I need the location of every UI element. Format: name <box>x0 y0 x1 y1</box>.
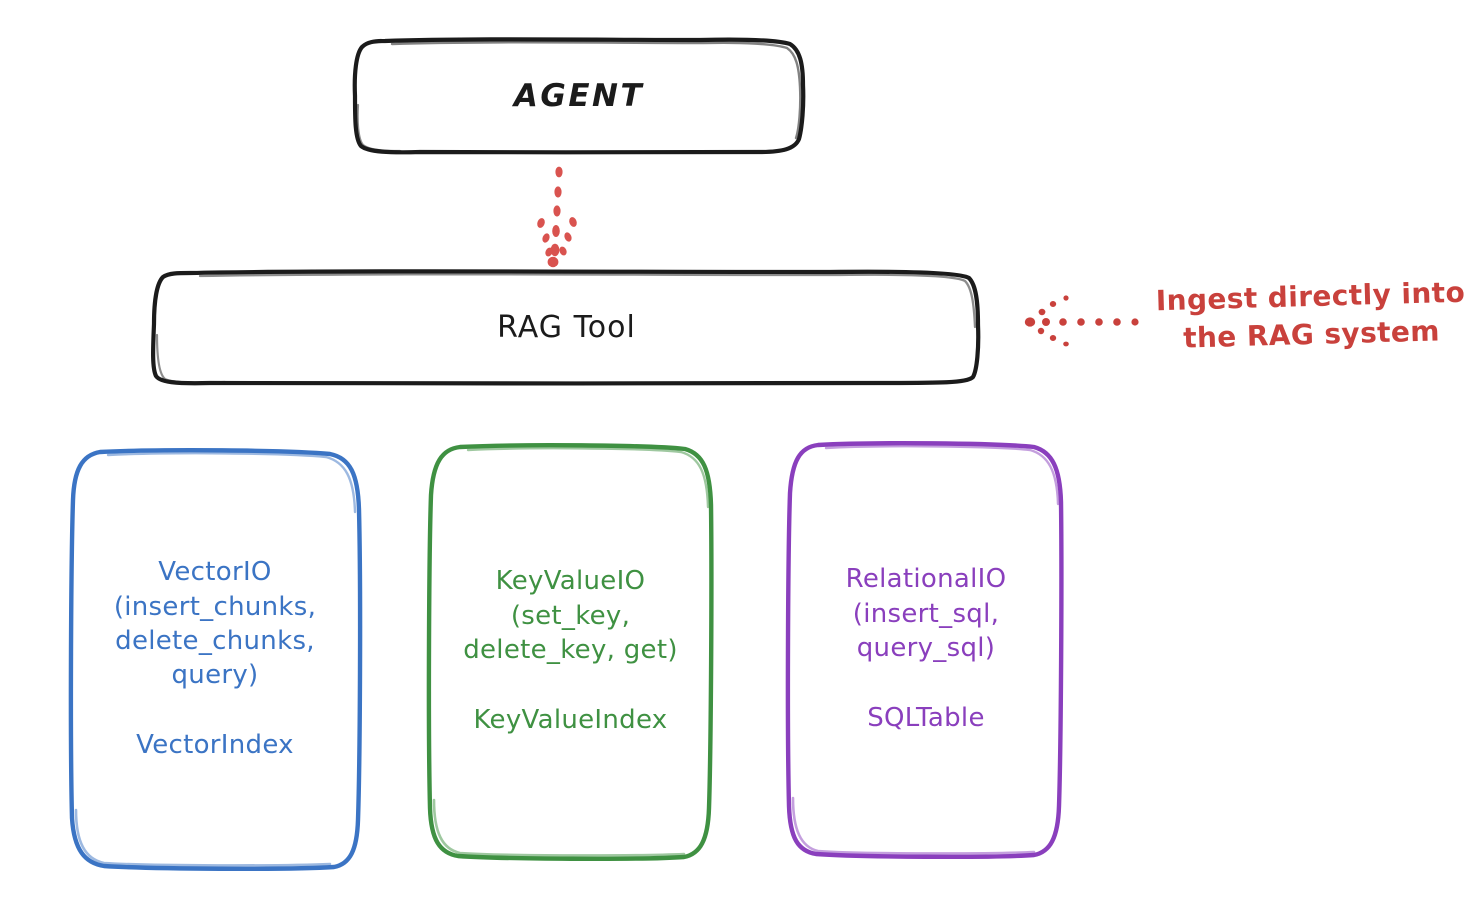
agent-box[interactable] <box>352 37 806 155</box>
rag-tool-box[interactable] <box>151 269 981 386</box>
key-value-io-box[interactable] <box>426 443 714 862</box>
vector-io-box[interactable] <box>68 448 363 872</box>
agent-to-rag-tool-arrow <box>537 166 577 268</box>
ingest-annotation-arrow <box>1024 295 1139 347</box>
relational-io-box[interactable] <box>785 441 1064 860</box>
